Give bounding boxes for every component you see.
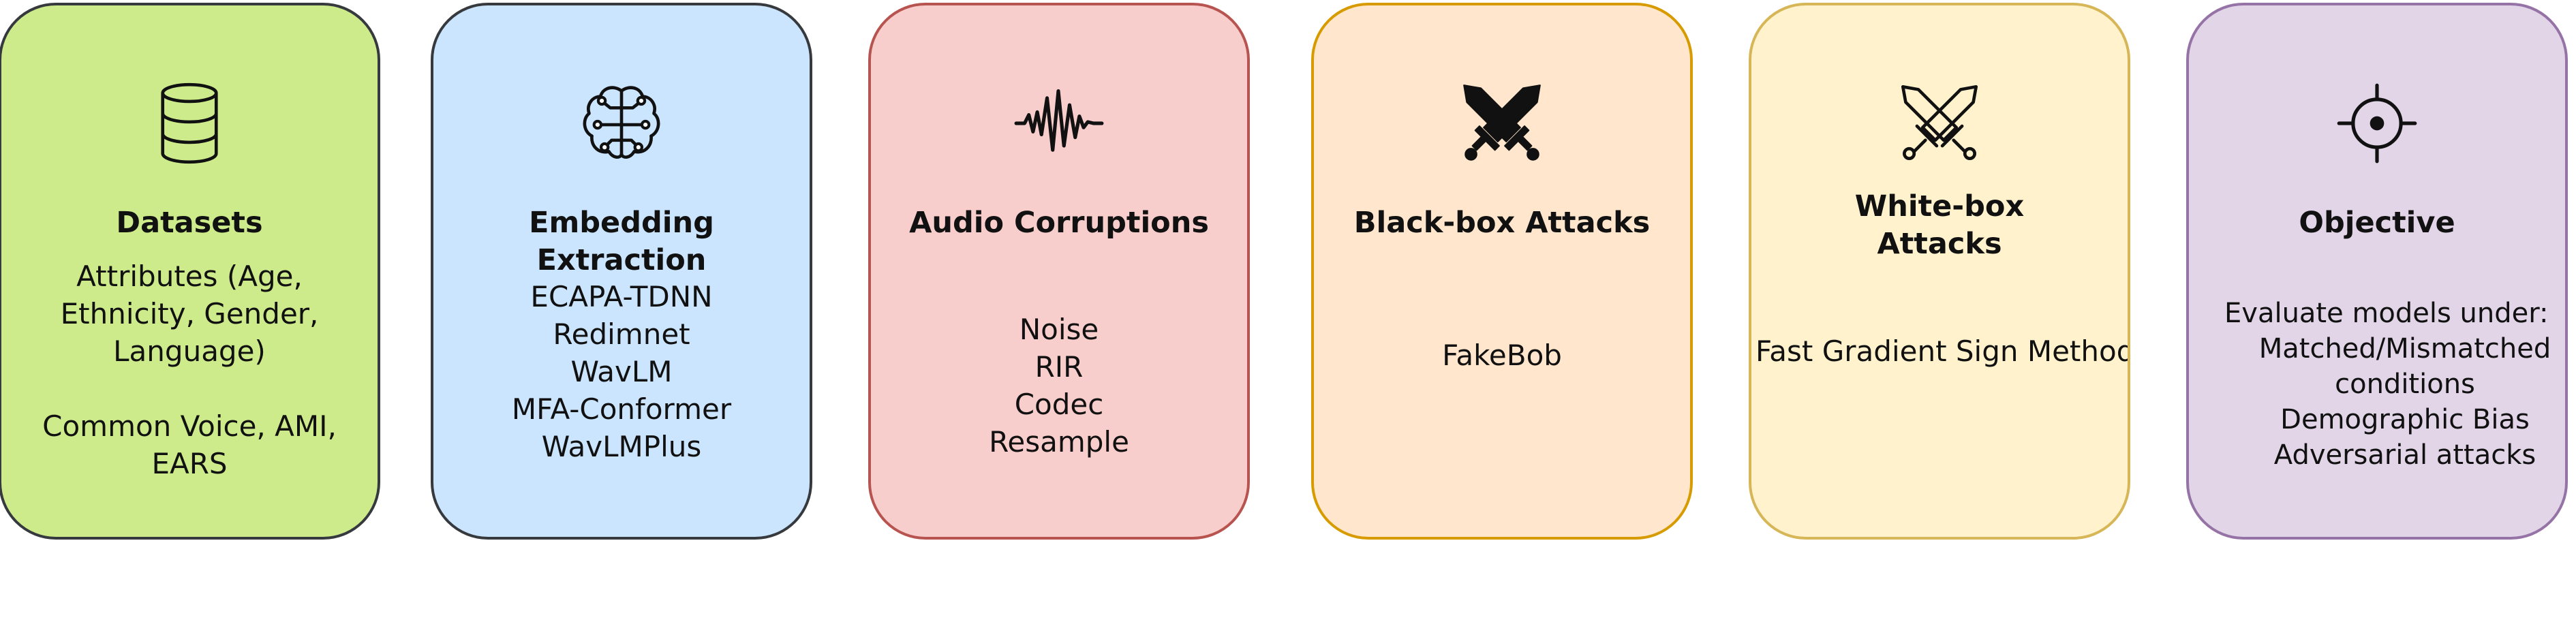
model-item: WavLMPlus bbox=[541, 430, 702, 463]
objective-body: Evaluate models under: Matched/Mismatche… bbox=[2224, 296, 2558, 473]
model-item: Redimnet bbox=[553, 317, 690, 351]
datasets-attributes-line: Ethnicity, Gender, bbox=[60, 297, 319, 330]
objective-item: Adversarial attacks bbox=[2273, 439, 2536, 471]
corruption-item: Codec bbox=[1014, 388, 1104, 421]
attack-item: FakeBob bbox=[1442, 339, 1562, 372]
datasets-title-text: Datasets bbox=[116, 206, 263, 240]
audio-corruptions-card: Audio Corruptions Noise RIR Codec Resamp… bbox=[868, 3, 1250, 540]
target-icon bbox=[2337, 83, 2417, 164]
audio-corruptions-title: Audio Corruptions bbox=[878, 204, 1240, 286]
objective-title-text: Objective bbox=[2299, 206, 2455, 240]
objective-card: Objective Evaluate models under: Matched… bbox=[2186, 3, 2568, 540]
embedding-extraction-card: Embedding Extraction ECAPA-TDNN Redimnet… bbox=[431, 3, 812, 540]
datasets-card: Datasets Attributes (Age, Ethnicity, Gen… bbox=[0, 3, 380, 540]
target-icon-wrap bbox=[2189, 79, 2565, 168]
crossed-swords-outline-icon bbox=[1901, 84, 1978, 160]
objective-intro: Evaluate models under: bbox=[2224, 298, 2549, 329]
objective-item: Demographic Bias bbox=[2280, 404, 2530, 435]
black-box-attacks-title: Black-box Attacks bbox=[1321, 204, 1683, 286]
brain-icon-wrap bbox=[433, 79, 810, 168]
model-item: MFA-Conformer bbox=[511, 392, 732, 426]
datasets-sources-line: Common Voice, AMI, bbox=[42, 409, 337, 443]
model-item: ECAPA-TDNN bbox=[530, 280, 713, 313]
datasets-title: Datasets bbox=[8, 204, 371, 286]
datasets-sources-line: EARS bbox=[151, 447, 228, 480]
corruption-item: Resample bbox=[989, 425, 1129, 458]
audio-corruptions-title-text: Audio Corruptions bbox=[909, 206, 1209, 240]
corruption-item: Noise bbox=[1019, 313, 1099, 346]
corruption-item: RIR bbox=[1034, 350, 1084, 384]
objective-title: Objective bbox=[2196, 204, 2558, 286]
attack-item: Fast Gradient Sign Method bbox=[1755, 335, 2130, 368]
objective-item: Matched/Mismatched bbox=[2258, 333, 2551, 364]
embedding-extraction-body: ECAPA-TDNN Redimnet WavLM MFA-Conformer … bbox=[444, 278, 799, 465]
datasets-sources: Common Voice, AMI, EARS bbox=[12, 407, 367, 482]
waveform-icon-wrap bbox=[871, 79, 1247, 168]
waveform-icon bbox=[1014, 89, 1104, 152]
black-box-attacks-title-text: Black-box Attacks bbox=[1353, 206, 1651, 240]
white-box-attacks-title-text: White-box Attacks bbox=[1854, 189, 2025, 261]
black-box-attacks-body: FakeBob bbox=[1325, 337, 1679, 374]
database-icon bbox=[161, 82, 218, 164]
crossed-swords-icon-wrap bbox=[1314, 79, 1690, 168]
white-box-attacks-body: Fast Gradient Sign Method bbox=[1755, 332, 2130, 370]
datasets-attributes-line: Language) bbox=[113, 335, 266, 368]
embedding-extraction-title-text: Embedding Extraction bbox=[529, 206, 714, 277]
crossed-swords-outline-icon-wrap bbox=[1751, 79, 2128, 168]
objective-item: conditions bbox=[2335, 369, 2475, 400]
crossed-swords-icon bbox=[1463, 84, 1541, 161]
datasets-attributes: Attributes (Age, Ethnicity, Gender, Lang… bbox=[12, 258, 367, 370]
white-box-attacks-card: White-box Attacks Fast Gradient Sign Met… bbox=[1749, 3, 2130, 540]
datasets-attributes-line: Attributes (Age, bbox=[76, 260, 303, 293]
database-icon-wrap bbox=[1, 79, 378, 168]
model-item: WavLM bbox=[570, 355, 673, 388]
embedding-extraction-title: Embedding Extraction bbox=[440, 204, 803, 286]
brain-icon bbox=[583, 86, 660, 159]
audio-corruptions-body: Noise RIR Codec Resample bbox=[882, 311, 1236, 461]
black-box-attacks-card: Black-box Attacks FakeBob bbox=[1311, 3, 1693, 540]
datasets-body: Attributes (Age, Ethnicity, Gender, Lang… bbox=[12, 258, 367, 482]
white-box-attacks-title: White-box Attacks bbox=[1758, 188, 2121, 270]
